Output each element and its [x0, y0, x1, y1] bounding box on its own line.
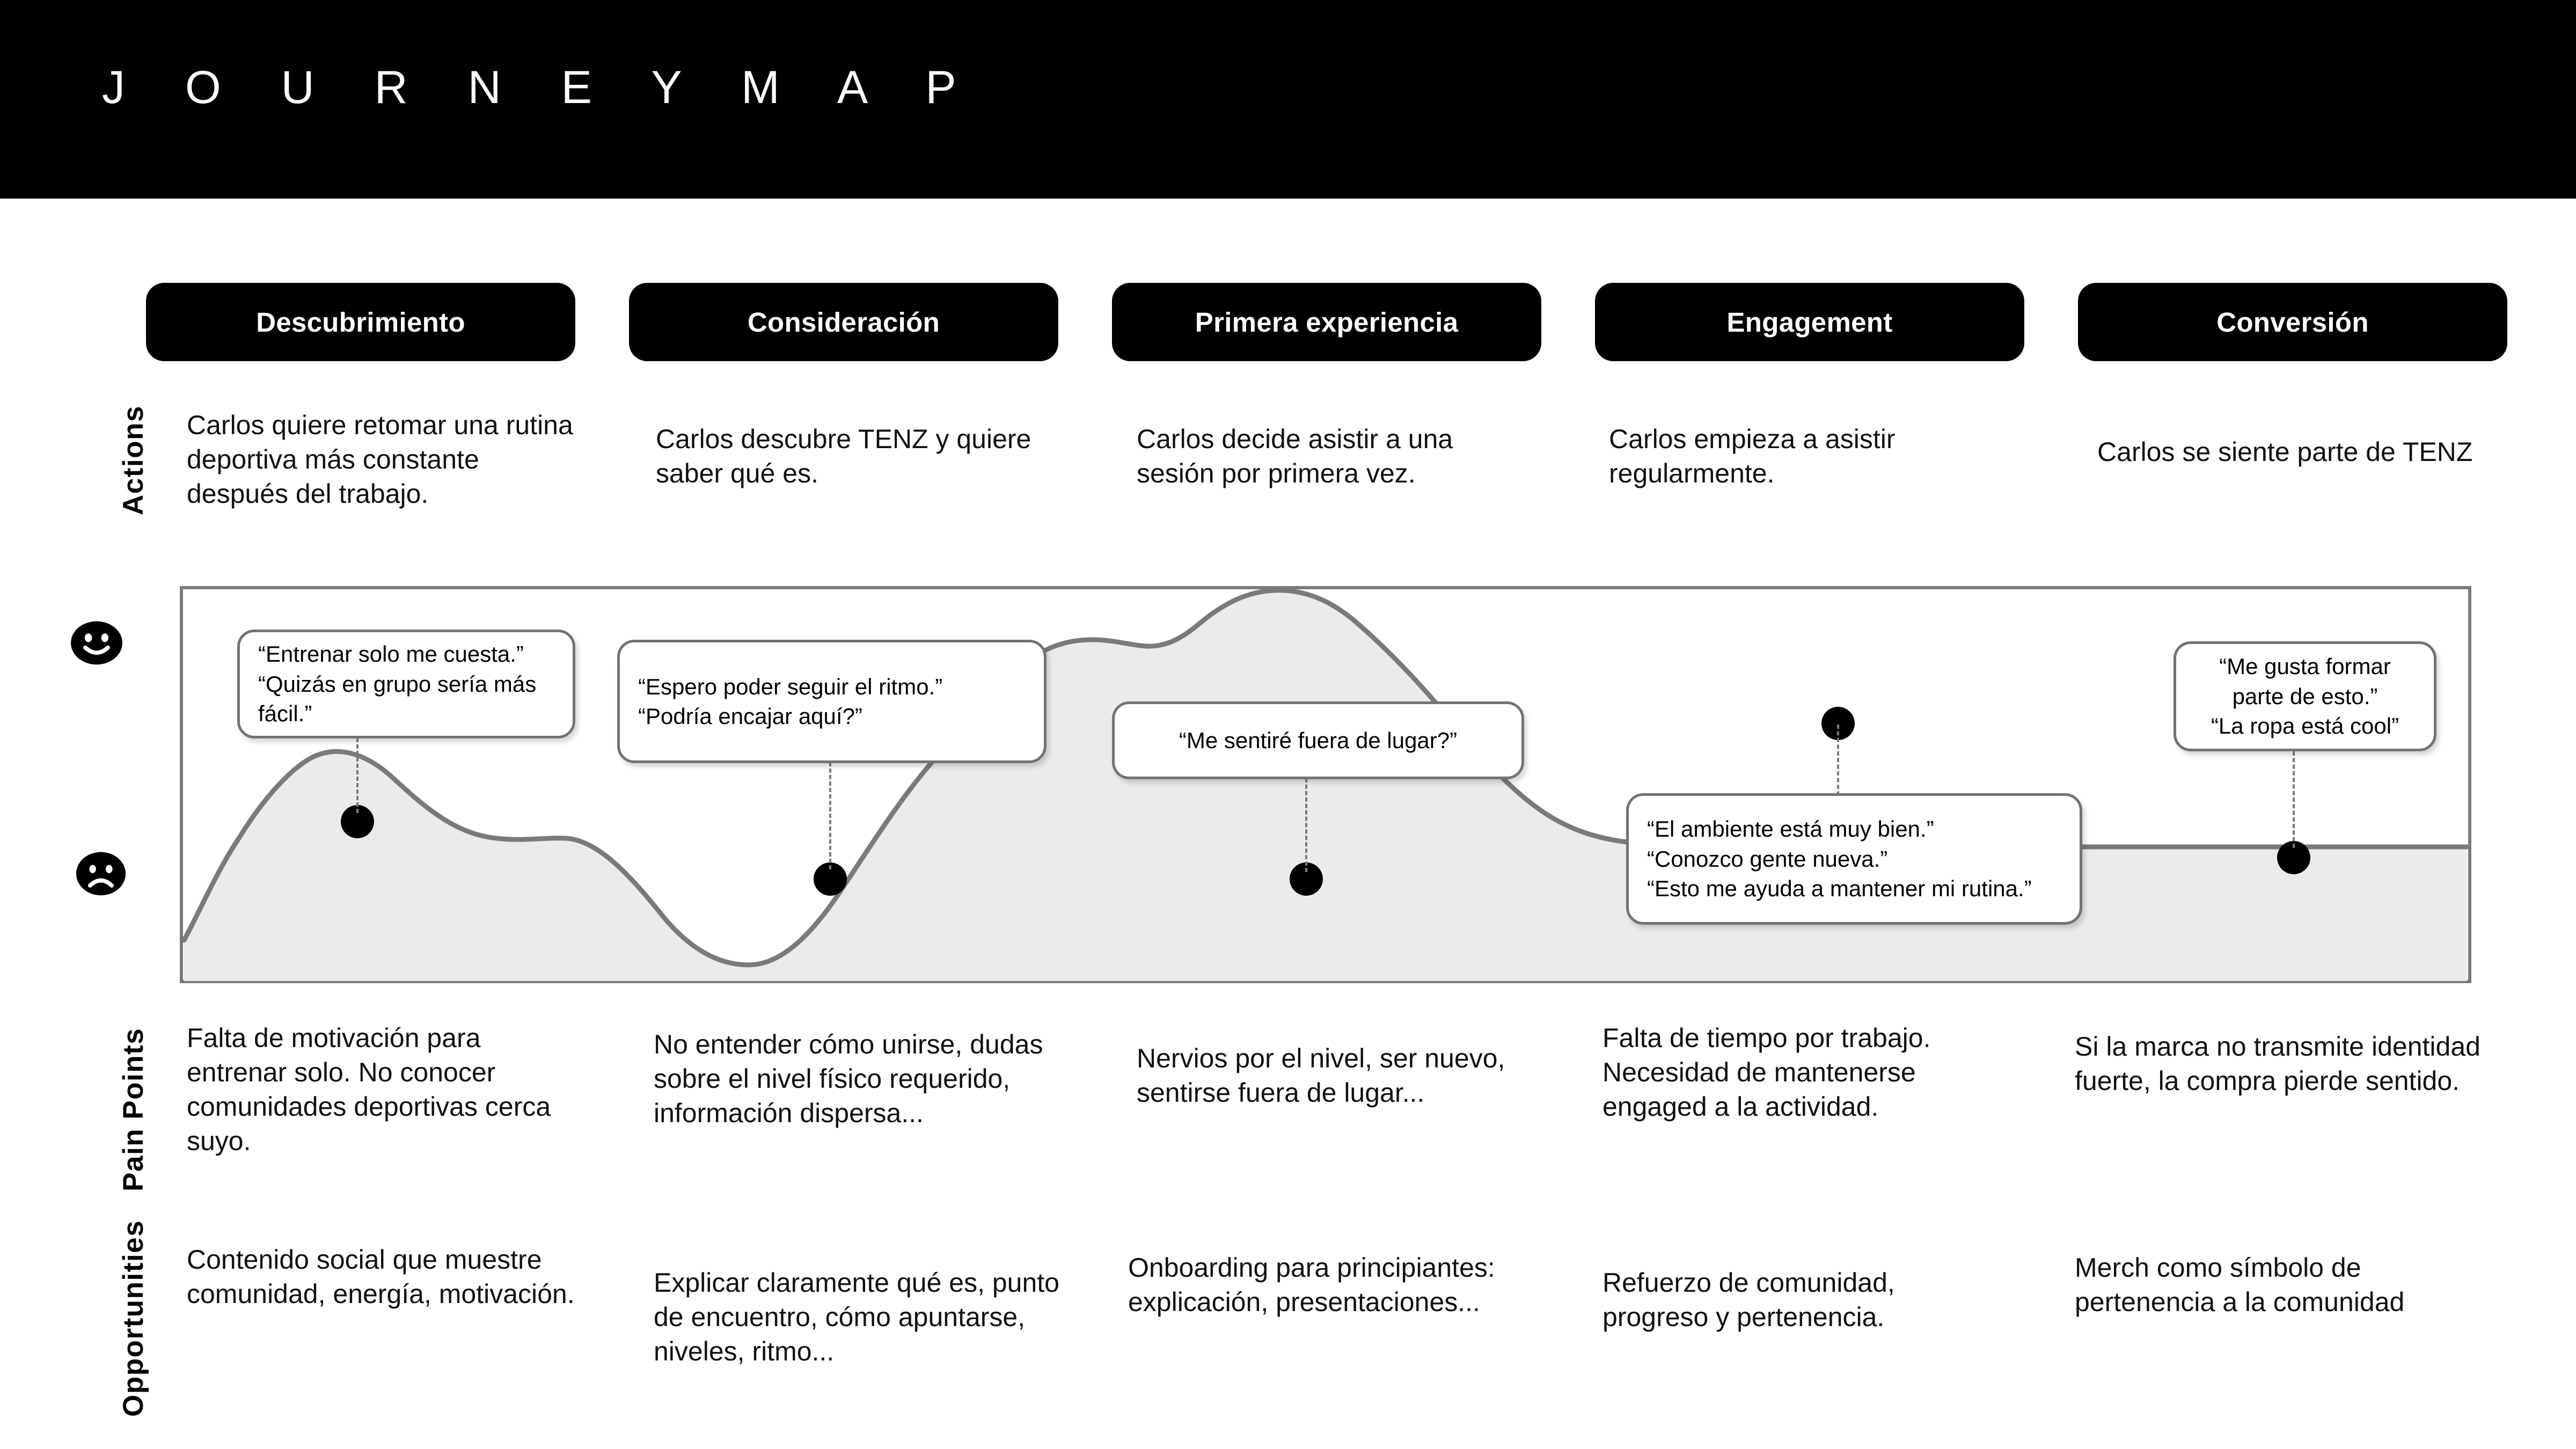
pain-cell-5: Si la marca no transmite identidad fuert…: [2075, 1031, 2480, 1096]
pain-cell-2: No entender cómo unirse, dudas sobre el …: [654, 1029, 1043, 1128]
quote-line: parte de esto.”: [2232, 683, 2378, 709]
quote-line: “El ambiente está muy bien.”: [1647, 816, 1934, 842]
stage-label: Engagement: [1726, 306, 1893, 338]
connector-line-2: [829, 762, 831, 869]
connector-line-5: [2293, 751, 2295, 848]
stage-label: Conversión: [2216, 306, 2369, 338]
pain-cell-3: Nervios por el nivel, ser nuevo, sentirs…: [1137, 1043, 1505, 1108]
row-label-pain-points: Pain Points: [118, 1027, 149, 1191]
opportunity-cell-1: Contenido social que muestre comunidad, …: [187, 1245, 575, 1309]
quote-bubble-2[interactable]: “Espero poder seguir el ritmo.” “Podría …: [617, 640, 1046, 763]
happy-face-icon: [71, 617, 122, 669]
stage-pill-engagement[interactable]: Engagement: [1595, 283, 2024, 361]
stage-pill-primera-experiencia[interactable]: Primera experiencia: [1112, 283, 1541, 361]
quote-line: “Entrenar solo me cuesta.”: [258, 641, 524, 667]
actions-cell-5: Carlos se siente parte de TENZ: [2097, 437, 2473, 467]
stage-pill-descubrimiento[interactable]: Descubrimiento: [146, 283, 575, 361]
stage-label: Consideración: [747, 306, 940, 338]
sad-face-icon: [75, 848, 127, 899]
opportunity-cell-5: Merch como símbolo de pertenencia a la c…: [2075, 1253, 2405, 1317]
quote-line: “Esto me ayuda a mantener mi rutina.”: [1647, 876, 2032, 902]
pain-cell-4: Falta de tiempo por trabajo. Necesidad d…: [1602, 1023, 1931, 1122]
quote-bubble-5[interactable]: “Me gusta formar parte de esto.” “La rop…: [2174, 641, 2436, 751]
stage-pill-consideracion[interactable]: Consideración: [629, 283, 1058, 361]
opportunity-cell-2: Explicar claramente qué es, punto de enc…: [654, 1268, 1059, 1366]
row-label-actions: Actions: [118, 405, 149, 515]
quote-bubble-3[interactable]: “Me sentiré fuera de lugar?”: [1112, 701, 1524, 779]
row-label-opportunities: Opportunities: [118, 1220, 149, 1417]
pain-cell-1: Falta de motivación para entrenar solo. …: [187, 1023, 551, 1156]
connector-line-3: [1305, 778, 1307, 872]
connector-line-4: [1837, 724, 1839, 802]
quote-line: “Quizás en grupo sería más: [258, 671, 537, 697]
actions-cell-3: Carlos decide asistir a una sesión por p…: [1137, 424, 1453, 488]
quote-line: “La ropa está cool”: [2211, 713, 2399, 739]
actions-cell-2: Carlos descubre TENZ y quiere saber qué …: [656, 424, 1031, 488]
quote-line: “Conozco gente nueva.”: [1647, 846, 1888, 872]
opportunity-cell-3: Onboarding para principiantes: explicaci…: [1128, 1253, 1495, 1317]
header-bar: J O U R N E Y M A P: [0, 0, 2576, 199]
quote-line: “Espero poder seguir el ritmo.”: [638, 674, 943, 699]
quote-line: “Me gusta formar: [2219, 654, 2391, 679]
actions-cell-4: Carlos empieza a asistir regularmente.: [1609, 424, 1896, 488]
quote-bubble-1[interactable]: “Entrenar solo me cuesta.” “Quizás en gr…: [237, 630, 575, 738]
actions-cell-1: Carlos quiere retomar una rutina deporti…: [187, 410, 573, 509]
page-title: J O U R N E Y M A P: [102, 62, 980, 113]
connector-line-1: [356, 738, 358, 813]
quote-bubble-4[interactable]: “El ambiente está muy bien.” “Conozco ge…: [1626, 793, 2082, 925]
stage-label: Descubrimiento: [256, 306, 465, 338]
stage-pill-conversion[interactable]: Conversión: [2078, 283, 2507, 361]
stage-label: Primera experiencia: [1195, 306, 1459, 338]
quote-line: “Podría encajar aquí?”: [638, 704, 862, 729]
opportunity-cell-4: Refuerzo de comunidad, progreso y perten…: [1602, 1268, 1895, 1332]
quote-line: “Me sentiré fuera de lugar?”: [1179, 727, 1458, 753]
quote-line: fácil.”: [258, 701, 312, 727]
